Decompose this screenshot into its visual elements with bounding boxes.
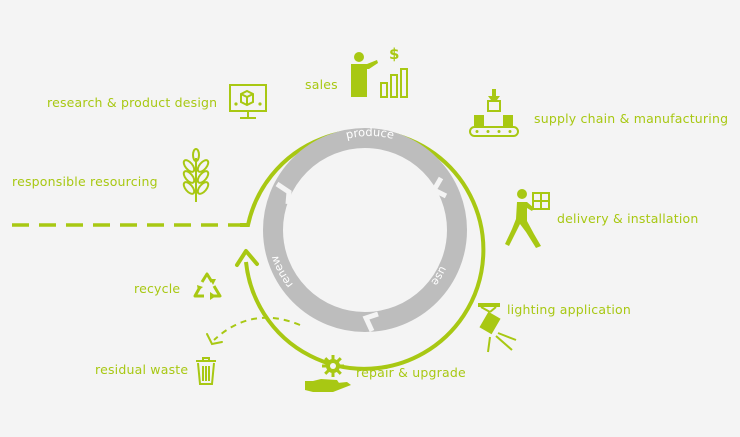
label-delivery-installation: delivery & installation <box>557 211 699 226</box>
label-lighting-application: lighting application <box>507 302 631 317</box>
label-supply-chain-manufacturing: supply chain & manufacturing <box>534 111 729 126</box>
label-repair-upgrade: repair & upgrade <box>356 365 466 380</box>
label-recycle: recycle <box>134 281 181 296</box>
ring-separators <box>275 176 448 333</box>
inner-ring <box>263 128 467 332</box>
trash-bin-icon <box>196 357 216 385</box>
outer-cycle-arrowhead <box>235 249 259 267</box>
svg-text:$: $ <box>389 45 399 63</box>
presenter-chart-icon: $ <box>351 45 408 98</box>
label-research-product-design: research & product design <box>47 95 218 110</box>
walking-courier-icon <box>505 189 550 248</box>
label-responsible-resourcing: responsible resourcing <box>12 174 158 189</box>
residual-dashed-line <box>213 316 301 341</box>
conveyor-crane-icon <box>469 89 519 137</box>
monitor-cube-icon <box>229 84 267 119</box>
residual-arrowhead <box>206 333 223 346</box>
wheat-icon <box>182 148 210 202</box>
label-residual-waste: residual waste <box>95 362 189 377</box>
ring-label-produce: produce <box>344 125 395 142</box>
recycle-icon <box>193 272 222 300</box>
label-sales: sales <box>305 77 338 92</box>
outer-cycle-arrow <box>240 128 486 371</box>
spotlight-icon <box>478 303 517 353</box>
hand-gear-icon <box>305 355 351 392</box>
